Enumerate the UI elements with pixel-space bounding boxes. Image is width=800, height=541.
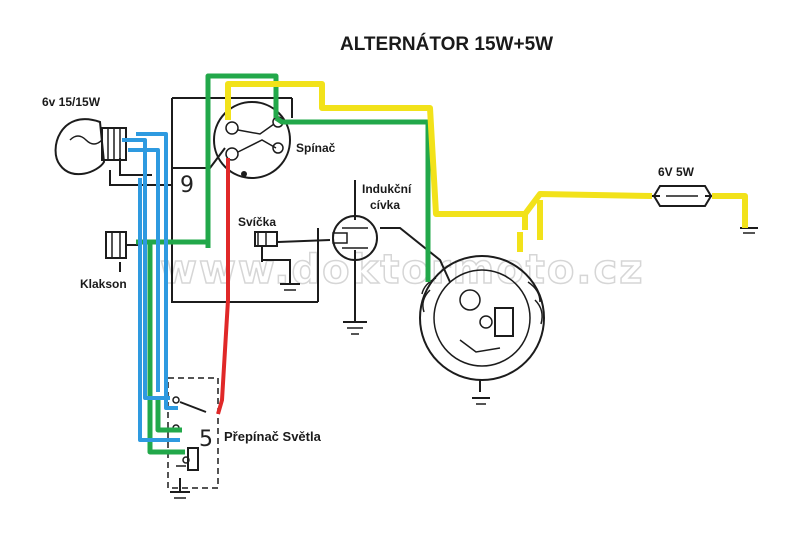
spark-plug-label: Svíčka [238, 215, 276, 229]
light-switch-box [167, 377, 219, 489]
diagram-title: ALTERNÁTOR 15W+5W [340, 33, 553, 55]
watermark: www.doktormoto.cz [160, 247, 645, 293]
light-switch-label: Přepínač Světla [224, 429, 322, 444]
tail-lamp [652, 185, 713, 207]
switch-digit-9: 9 [180, 173, 194, 198]
yellow-wires [225, 81, 748, 252]
switch-digit-5: 5 [199, 427, 213, 452]
tail-lamp-label: 6V 5W [658, 165, 695, 179]
horn [105, 231, 138, 259]
ignition-switch [213, 101, 291, 179]
ignition-switch-label: Spínač [296, 141, 336, 155]
headlamp-bulb [54, 118, 127, 176]
black-wiring [109, 97, 758, 499]
induction-coil [332, 204, 378, 261]
horn-label: Klakson [80, 277, 127, 291]
blue-wires [122, 132, 180, 442]
headlamp-label: 6v 15/15W [42, 95, 101, 109]
alternator [419, 255, 545, 381]
red-wires [216, 158, 230, 415]
induction-coil-label-line2: cívka [370, 198, 400, 212]
spark-plug [254, 231, 278, 262]
induction-coil-label-line1: Indukční [362, 182, 412, 196]
green-wires [136, 73, 431, 455]
